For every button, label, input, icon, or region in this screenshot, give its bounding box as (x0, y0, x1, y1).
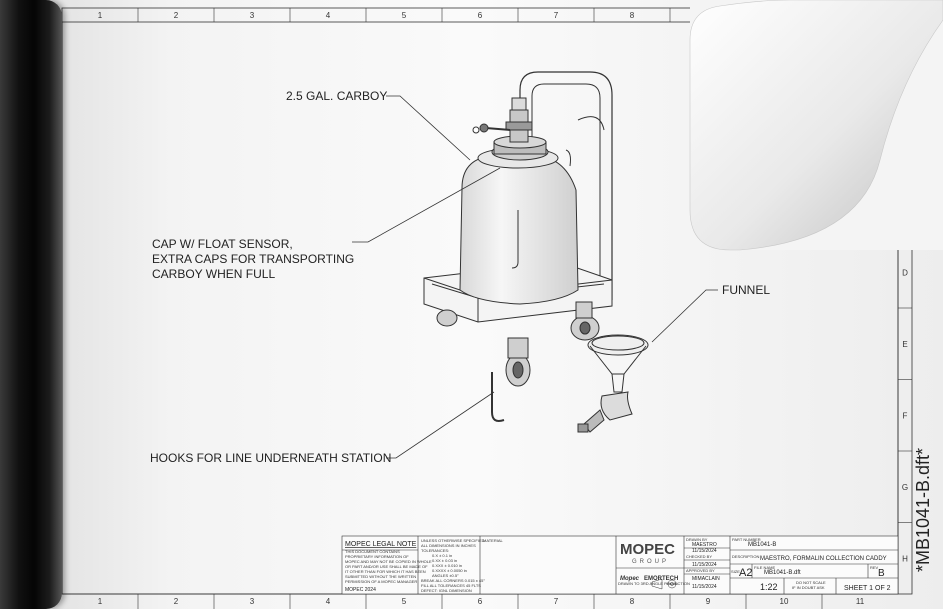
grid-column-label: 11 (856, 597, 865, 606)
drawing-scale: 1:22 (760, 582, 778, 592)
mopec-logo: MOPEC (620, 541, 675, 558)
funnel-label: FUNNEL (722, 283, 770, 297)
legal-line: SUBMITTED WITHOUT THE WRITTEN (345, 574, 416, 579)
legal-line: IT OTHER THAN FOR WHICH IT HAS BEEN (345, 569, 426, 574)
grid-column-label: 7 (554, 597, 559, 606)
grid-row-label: G (902, 483, 908, 492)
grid-column-label: 5 (402, 597, 407, 606)
grid-column-label: 8 (630, 597, 635, 606)
size-label: SIZE (731, 569, 740, 574)
rev-label: REV (870, 565, 879, 570)
projection-symbol-icon (651, 578, 678, 590)
file-name: MB1041-B.dft (764, 570, 801, 576)
mopec-brand-logo: Mopec (620, 576, 640, 582)
tolerance-value: ANGLES ±0.5° (432, 573, 459, 578)
grid-column-label: 1 (98, 597, 103, 606)
filename-label-container: *MB1041-B.dft* (912, 448, 938, 580)
break-line: FILL ALL TOLERANCES 45 FLTS (421, 583, 481, 588)
legal-note-title: MOPEC LEGAL NOTE (345, 541, 417, 548)
break-line: BREAK ALL CORNERS 0.015 x 45° (421, 578, 485, 583)
grid-column-label: 1 (98, 11, 103, 20)
legal-line: MOPEC AND MAY NOT BE COPIED IN WHOLE (345, 559, 432, 564)
material-label: MATERIAL (483, 538, 503, 543)
mopec-group-text: GROUP (632, 559, 669, 565)
grid-column-label: 7 (554, 11, 559, 20)
tolerance-value: 0.X ± 0.1 in (432, 553, 452, 558)
legal-year: MOPEC 2024 (345, 587, 376, 593)
grid-row-label: H (902, 554, 908, 563)
no-scale-note-2: IF IN DOUBT ASK (792, 585, 825, 590)
grid-column-label: 3 (250, 597, 255, 606)
document-filename: *MB1041-B.dft* (913, 447, 933, 572)
grid-column-label: 3 (250, 11, 255, 20)
grid-column-label: 10 (780, 597, 789, 606)
legal-line: OR PART AND/OR USE SHALL BE MADE OF (345, 564, 428, 569)
scroll-roll (0, 0, 62, 609)
caddy-illustration (423, 71, 649, 433)
tolerance-line: TOLERANCES: (421, 548, 449, 553)
tolerance-line: UNLESS OTHERWISE SPECIFIED (421, 538, 485, 543)
cap-label-line1: CAP W/ FLOAT SENSOR, (152, 237, 293, 251)
no-scale-note: DO NOT SCALE (796, 580, 826, 585)
grid-column-label: 2 (174, 11, 179, 20)
title-block (341, 535, 899, 595)
description: MAESTRO, FORMALIN COLLECTION CADDY (760, 556, 887, 562)
grid-column-label: 9 (706, 597, 711, 606)
legal-line: PROPRIETARY INFORMATION OF (345, 554, 409, 559)
checked-date: 11/15/2024 (692, 562, 717, 568)
grid-column-label: 4 (326, 597, 331, 606)
approved-by-label: APPROVED BY (686, 568, 715, 573)
grid-column-label: 8 (630, 11, 635, 20)
checked-by-label: CHECKED BY (686, 554, 712, 559)
projection-text: DRAWN TO 3RD ANGLE PROJECTION (618, 581, 690, 586)
sheet-count: SHEET 1 OF 2 (844, 585, 891, 592)
part-number: MB1041-B (748, 542, 776, 548)
tolerance-value: 0.XX ± 0.03 in (432, 558, 457, 563)
grid-row-label: F (903, 411, 908, 420)
grid-row-label: D (902, 268, 908, 277)
legal-line: PERMISSION OF A MOPEC MANAGER (345, 579, 417, 584)
cap-label-line2: EXTRA CAPS FOR TRANSPORTING (152, 252, 354, 266)
grid-column-label: 2 (174, 597, 179, 606)
hooks-label: HOOKS FOR LINE UNDERNEATH STATION (150, 451, 391, 465)
grid-column-label: 6 (478, 11, 483, 20)
drawn-by-name: MAESTRO (692, 542, 717, 548)
approved-date: 11/15/2024 (692, 584, 717, 590)
page-curl[interactable] (689, 0, 943, 251)
revision: B (878, 568, 885, 579)
tolerance-value: 0.XXX ± 0.010 in (432, 563, 462, 568)
tolerance-line: ALL DIMENSIONS IN INCHES (421, 543, 476, 548)
file-name-label: FILE NAME (754, 565, 775, 570)
cap-label-line3: CARBOY WHEN FULL (152, 267, 275, 281)
legal-line: THIS DOCUMENT CONTAINS (345, 549, 400, 554)
grid-row-label: E (902, 340, 907, 349)
drawn-by-label: DRAWN BY (686, 537, 708, 542)
grid-column-label: 6 (478, 597, 483, 606)
part-number-label: PART NUMBER (732, 537, 761, 542)
break-line: DEFECT: IGNL DIMENSION (421, 588, 472, 593)
callout-leaders (352, 95, 718, 459)
description-label: DESCRIPTION (732, 554, 759, 559)
grid-column-label: 5 (402, 11, 407, 20)
grid-column-label: 4 (326, 11, 331, 20)
tolerance-value: 0.XXXX ± 0.0050 in (432, 568, 467, 573)
drawn-date: 11/15/2024 (692, 548, 717, 554)
sheet-size: A2 (739, 567, 752, 579)
carboy-label: 2.5 GAL. CARBOY (286, 89, 387, 103)
approved-by-name: MIMACLAIN (692, 576, 720, 582)
